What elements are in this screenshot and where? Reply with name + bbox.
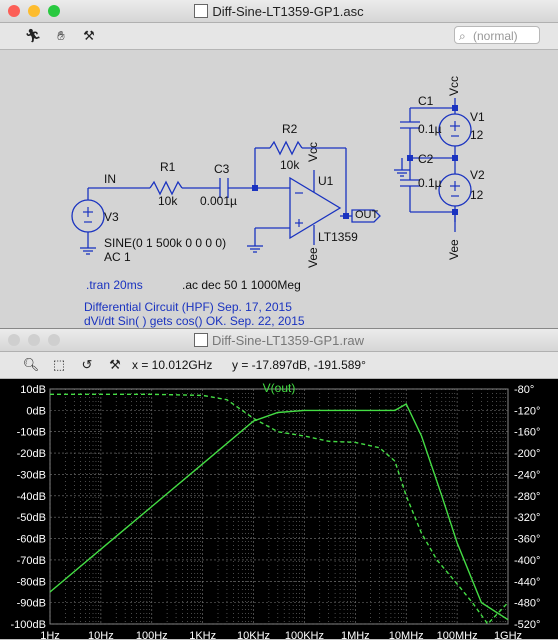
minimize-window-button[interactable] [28,5,40,17]
label-c1: C1 [418,94,434,108]
label-vcc-supply: Vcc [447,75,461,96]
hand-icon[interactable]: ✋︎ [57,28,65,43]
y-left-tick-label: 0dB [26,405,46,417]
bode-plot-svg: 10dB 0dB -10dB -20dB -30dB -40dB -50dB -60dB -70… [11,381,541,640]
zoom-fit-icon[interactable]: ⬚ [52,357,66,372]
y-right-tick-label: -480° [514,598,540,610]
cursor-x-readout: x = 10.012GHz [132,358,213,372]
x-tick-label: 10Hz [88,630,114,640]
x-tick-label: 1MHz [341,630,370,640]
y-left-tick-label: -90dB [17,598,46,610]
y-left-tick-label: -20dB [17,448,46,460]
y-right-tick-label: -160° [514,427,540,439]
y-right-tick-label: -360° [514,534,540,546]
schematic-toolbar: 🏃︎ ✋︎ ⚒ ⌕(normal) [0,23,558,50]
y-right-tick-label: -320° [514,512,540,524]
phase-trace [50,393,509,626]
x-tick-label: 1KHz [189,630,216,640]
label-r1: R1 [160,160,176,174]
x-tick-label: 10MHz [389,630,424,640]
y-right-tick-label: -200° [514,448,540,460]
label-in: IN [104,172,116,186]
probe-icon[interactable]: ⚒ [109,357,121,372]
zoom-window-button[interactable] [48,5,60,17]
x-tick-label: 1Hz [40,630,60,640]
magnitude-trace [49,403,509,621]
y-right-tick-label: -400° [514,555,540,567]
plot-frame [49,388,509,625]
schematic-window: Diff-Sine-LT1359-GP1.asc 🏃︎ ✋︎ ⚒ ⌕(norma… [0,0,558,330]
y-left-tick-label: 10dB [20,384,46,396]
label-vcc: Vcc [306,141,320,162]
y-left-tick-label: -50dB [17,512,46,524]
waveform-toolbar: 🔍︎ ⬚ ↺ ⚒ x = 10.012GHz y = -17.897dB, -1… [0,352,558,379]
waveform-minimize-button[interactable] [28,334,40,346]
search-icon: ⌕ [459,29,466,43]
label-r2: R2 [282,122,298,136]
y-right-tick-label: -240° [514,469,540,481]
label-r2-value: 10k [280,158,300,172]
y-left-tick-label: -40dB [17,491,46,503]
y-right-tick-label: -280° [514,491,540,503]
y-left-tick-label: -80dB [17,576,46,588]
label-v2: V2 [470,168,485,182]
schematic-canvas[interactable]: IN R1 10k C3 0.001µ R2 10k U1 LT1359 Vcc… [0,50,558,330]
y-left-tick-label: -10dB [17,427,46,439]
x-tick-label: 100MHz [437,630,478,640]
waveform-titlebar: Diff-Sine-LT1359-GP1.raw [0,329,558,352]
waveform-close-button[interactable] [8,334,20,346]
y-right-tick-label: -520° [514,619,540,631]
label-c1-value: 0.1µ [418,122,442,136]
comment-line-1: Differential Circuit (HPF) Sep. 17, 2015 [84,300,292,314]
label-v1-value: 12 [470,128,484,142]
directive-ac[interactable]: .ac dec 50 1 1000Meg [182,278,301,292]
schematic-titlebar: Diff-Sine-LT1359-GP1.asc [0,0,558,23]
x-tick-label: 1GHz [494,630,522,640]
directive-tran[interactable]: .tran 20ms [86,278,143,292]
y-left-tick-label: -30dB [17,469,46,481]
label-c3: C3 [214,162,230,176]
y-right-tick-label: -80° [514,384,534,396]
label-vee-supply: Vee [447,239,461,260]
run-icon[interactable]: 🏃︎ [24,28,42,43]
label-v2-value: 12 [470,188,484,202]
x-tick-label: 10KHz [237,630,270,640]
schematic-window-title: Diff-Sine-LT1359-GP1.asc [0,4,558,19]
label-out: OUT [355,209,379,221]
close-window-button[interactable] [8,5,20,17]
label-c3-value: 0.001µ [200,194,237,208]
label-v3-spec: SINE(0 1 500k 0 0 0 0) [104,236,227,250]
label-u1: U1 [318,174,334,188]
label-v1: V1 [470,110,485,124]
label-u1-part: LT1359 [318,230,358,244]
y-right-tick-label: -440° [514,576,540,588]
cursor-y-readout: y = -17.897dB, -191.589° [232,358,366,372]
x-tick-label: 100Hz [136,630,168,640]
label-vee: Vee [306,247,320,268]
chart-title: V(out) [263,381,296,395]
autorange-icon[interactable]: ↺ [81,357,93,372]
bode-plot-area[interactable]: 10dB 0dB -10dB -20dB -30dB -40dB -50dB -60dB -70… [0,379,558,640]
y-right-tick-label: -120° [514,405,540,417]
x-tick-label: 100KHz [285,630,324,640]
search-input[interactable]: ⌕(normal) [454,26,540,44]
schematic-doc-icon [194,4,209,18]
zoom-icon[interactable]: 🔍︎ [22,357,40,372]
waveform-doc-icon [194,333,208,347]
probe-icon[interactable]: ⚒ [83,28,95,43]
waveform-window-title: Diff-Sine-LT1359-GP1.raw [0,333,558,348]
label-v3: V3 [104,210,119,224]
waveform-window: Diff-Sine-LT1359-GP1.raw 🔍︎ ⬚ ↺ ⚒ x = 10… [0,328,558,640]
label-r1-value: 10k [158,194,178,208]
label-v3-ac: AC 1 [104,250,131,264]
y-left-tick-label: -70dB [17,555,46,567]
y-left-tick-label: -60dB [17,534,46,546]
waveform-zoom-button[interactable] [48,334,60,346]
y-left-tick-label: -100dB [11,619,46,631]
label-c2: C2 [418,152,434,166]
comment-line-2: dVi/dt Sin( ) gets cos() OK. Sep. 22, 20… [84,314,305,328]
label-c2-value: 0.1µ [418,176,442,190]
schematic-drawing [71,98,472,255]
